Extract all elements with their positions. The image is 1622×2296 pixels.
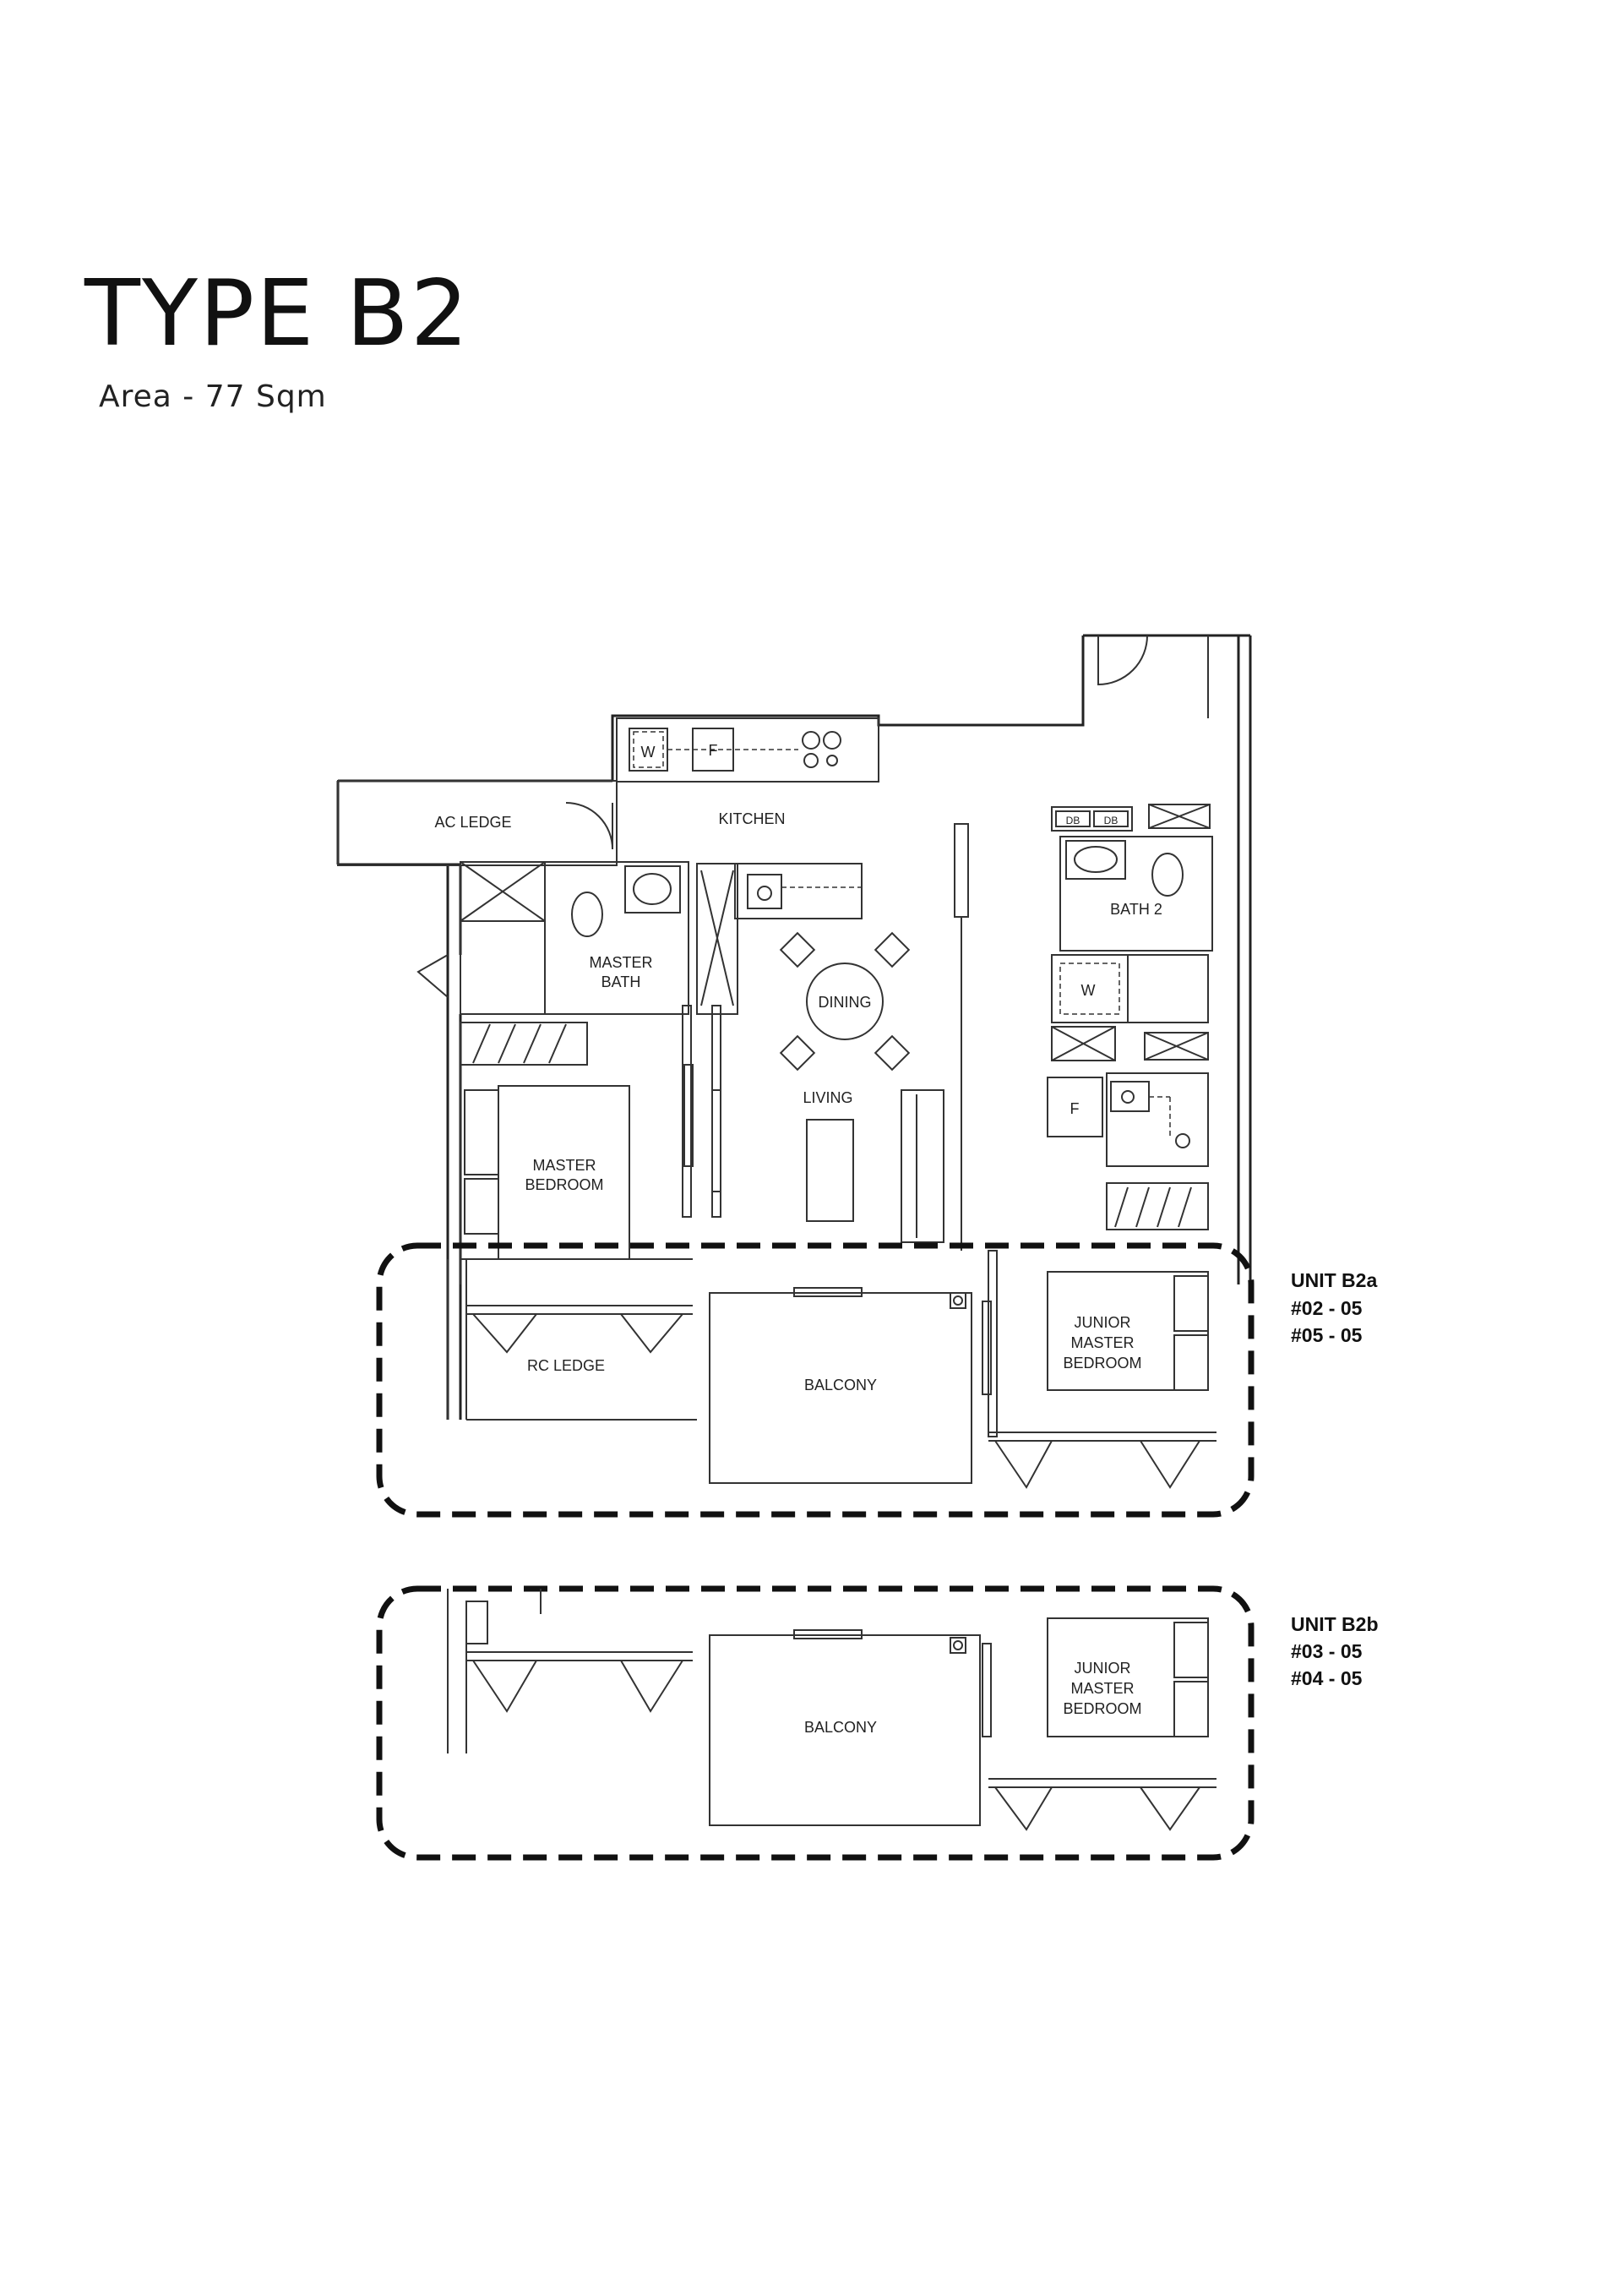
master-bedroom-area: MASTER BEDROOM xyxy=(460,1005,721,1284)
unit-b2b-label: UNIT B2b #03 - 05 #04 - 05 xyxy=(1291,1613,1379,1689)
variant-b2b: BALCONY JUNIOR MASTER BEDROOM UNIT B2b #… xyxy=(376,1585,1379,1861)
master-bath-label-2: BATH xyxy=(601,973,641,990)
master-bedroom-label-1: MASTER xyxy=(532,1157,596,1174)
master-bath-label-1: MASTER xyxy=(589,954,652,971)
area-label: Area - 77 Sqm xyxy=(99,379,327,414)
db-label-1: DB xyxy=(1066,815,1080,826)
unit-b2b-floor-2: #04 - 05 xyxy=(1291,1667,1363,1689)
junior-label-a-2: MASTER xyxy=(1070,1334,1134,1351)
dining-living-area: DINING LIVING xyxy=(779,823,969,1251)
master-bath-area: MASTER BATH xyxy=(416,861,738,1015)
db-label-2: DB xyxy=(1104,815,1119,826)
unit-b2a-floor-2: #05 - 05 xyxy=(1291,1324,1363,1346)
bath-2-label: BATH 2 xyxy=(1110,901,1162,918)
unit-b2a-name: UNIT B2a xyxy=(1291,1269,1377,1291)
junior-label-b-2: MASTER xyxy=(1070,1680,1134,1697)
washer-label-2: W xyxy=(1081,982,1096,999)
fridge-label-2: F xyxy=(1070,1100,1080,1117)
junior-label-a-3: BEDROOM xyxy=(1063,1355,1141,1372)
junior-label-b-3: BEDROOM xyxy=(1063,1700,1141,1717)
junior-label-a-1: JUNIOR xyxy=(1075,1314,1131,1331)
unit-b2b-floor-1: #03 - 05 xyxy=(1291,1640,1363,1662)
unit-b2a-label: UNIT B2a #02 - 05 #05 - 05 xyxy=(1291,1269,1377,1346)
junior-label-b-1: JUNIOR xyxy=(1075,1660,1131,1677)
kitchen-area: W F KITCHEN xyxy=(616,717,879,919)
kitchen-label: KITCHEN xyxy=(718,810,785,827)
living-label: LIVING xyxy=(803,1089,852,1106)
balcony-label-a: BALCONY xyxy=(804,1377,877,1393)
unit-b2b-name: UNIT B2b xyxy=(1291,1613,1379,1635)
master-bedroom-label-2: BEDROOM xyxy=(525,1176,603,1193)
plan-title: TYPE B2 xyxy=(84,261,471,367)
fridge-label: F xyxy=(709,742,718,759)
washer-label: W xyxy=(641,744,656,761)
rc-ledge-label: RC LEDGE xyxy=(527,1357,605,1374)
unit-b2a-floor-1: #02 - 05 xyxy=(1291,1297,1363,1319)
balcony-label-b: BALCONY xyxy=(804,1719,877,1736)
ac-ledge-area: AC LEDGE xyxy=(337,780,618,866)
ac-ledge-label: AC LEDGE xyxy=(434,814,511,831)
variant-b2a: RC LEDGE BALCONY JUNIOR MASTER BEDROOM U… xyxy=(376,1242,1377,1518)
bath-2-area: DB DB BATH 2 W F xyxy=(1047,635,1213,1230)
dining-label: DINING xyxy=(819,994,872,1011)
